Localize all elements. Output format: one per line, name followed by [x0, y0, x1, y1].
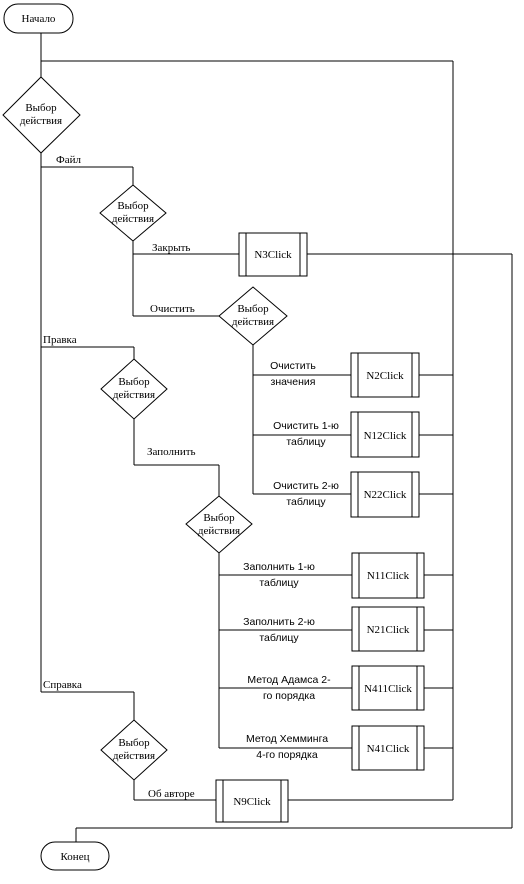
- decision-help-line2: действия: [113, 750, 155, 762]
- process-n3: N3Click: [238, 232, 308, 277]
- decision-fill-line1: Выбор: [203, 512, 235, 524]
- decision-file-line1: Выбор: [117, 200, 149, 212]
- branch-labels: Файл Правка Справка Закрыть Очистить Зап…: [43, 154, 339, 800]
- label-clear-table2-2: таблицу: [286, 496, 326, 508]
- label-fill-table2-2: таблицу: [259, 632, 299, 644]
- decision-file-line2: действия: [112, 213, 154, 225]
- process-n2: N2Click: [350, 352, 420, 398]
- process-n9: N9Click: [215, 779, 289, 823]
- label-file: Файл: [56, 154, 81, 166]
- decision-clear-line1: Выбор: [237, 303, 269, 315]
- end-label: Конец: [61, 851, 90, 863]
- process-n21-label: N21Click: [367, 624, 410, 636]
- decision-main-line2: действия: [20, 115, 62, 127]
- label-clear: Очистить: [150, 303, 195, 315]
- end-terminal: Конец: [40, 841, 110, 871]
- process-n9-label: N9Click: [233, 796, 271, 808]
- decision-main: Выбор действия: [2, 76, 81, 154]
- decision-main-line1: Выбор: [25, 102, 57, 114]
- label-help: Справка: [43, 679, 82, 691]
- process-n41: N41Click: [351, 725, 425, 771]
- label-fill: Заполнить: [147, 446, 196, 458]
- decision-clear-line2: действия: [232, 316, 274, 328]
- label-adams-2: го порядка: [263, 690, 315, 702]
- process-n21: N21Click: [351, 606, 425, 652]
- process-n2-label: N2Click: [366, 370, 404, 382]
- process-n411: N411Click: [351, 665, 425, 711]
- label-hamming-1: Метод Хемминга: [246, 733, 328, 745]
- label-clear-values-2: значения: [271, 376, 316, 388]
- label-fill-table1-2: таблицу: [259, 577, 299, 589]
- label-clear-table1-1: Очистить 1-ю: [273, 420, 339, 432]
- process-n12-label: N12Click: [364, 430, 407, 442]
- process-n12: N12Click: [350, 411, 420, 458]
- label-clear-values-1: Очистить: [270, 360, 316, 372]
- label-edit: Правка: [43, 334, 77, 346]
- label-adams-1: Метод Адамса 2-: [247, 674, 331, 686]
- process-n41-label: N41Click: [367, 743, 410, 755]
- decision-fill-line2: действия: [198, 525, 240, 537]
- label-clear-table1-2: таблицу: [286, 436, 326, 448]
- process-n411-label: N411Click: [364, 683, 412, 695]
- process-n11: N11Click: [351, 552, 425, 599]
- label-close: Закрыть: [152, 242, 190, 254]
- label-hamming-2: 4-го порядка: [256, 749, 318, 761]
- connectors: [40, 33, 513, 842]
- start-terminal: Начало: [3, 3, 74, 34]
- label-fill-table2-1: Заполнить 2-ю: [243, 616, 315, 628]
- decision-fill: Выбор действия: [185, 495, 253, 554]
- process-n22: N22Click: [350, 471, 420, 518]
- label-clear-table2-1: Очистить 2-ю: [273, 480, 339, 492]
- decision-edit-line2: действия: [113, 389, 155, 401]
- decision-help: Выбор действия: [100, 719, 168, 781]
- decision-edit-line1: Выбор: [118, 376, 150, 388]
- process-n3-label: N3Click: [254, 249, 292, 261]
- process-n22-label: N22Click: [364, 489, 407, 501]
- decision-clear: Выбор действия: [218, 286, 288, 346]
- label-about: Об авторе: [148, 788, 195, 800]
- process-n11-label: N11Click: [367, 570, 410, 582]
- start-label: Начало: [22, 13, 56, 25]
- decision-file: Выбор действия: [99, 184, 167, 242]
- decision-edit: Выбор действия: [100, 358, 168, 420]
- decision-help-line1: Выбор: [118, 737, 150, 749]
- label-fill-table1-1: Заполнить 1-ю: [243, 561, 315, 573]
